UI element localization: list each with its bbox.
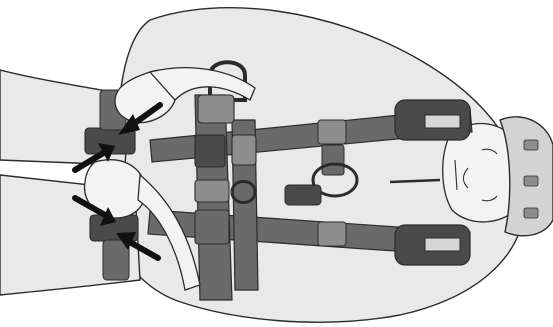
mouth (454, 159, 458, 191)
pull-tab (389, 178, 441, 184)
forearm-bottom (137, 173, 201, 291)
d-ring-top-buckle (197, 94, 235, 124)
face (442, 122, 521, 223)
center-ring (230, 180, 257, 204)
center-buckle-3 (194, 179, 230, 203)
arrow-2 (72, 143, 115, 173)
hand-bottom (83, 159, 147, 219)
helmet-vent-1 (523, 139, 539, 151)
chest-clip (284, 184, 322, 206)
chest-tab (321, 144, 345, 176)
shoulder-strap-top (149, 107, 473, 163)
center-buckle-2 (231, 134, 257, 166)
arrow-4 (116, 232, 161, 261)
arrow-3 (72, 195, 116, 226)
arrow-1 (118, 102, 163, 135)
shoulder-buckle-top (424, 114, 461, 129)
nose (462, 167, 469, 189)
helmet-vent-2 (523, 175, 539, 187)
eye-right (481, 195, 498, 202)
helmet-vent-3 (523, 207, 539, 219)
strap-adjuster-top (317, 119, 347, 145)
chest-d-ring (311, 162, 359, 198)
shoulder-buckle-bottom (424, 237, 461, 252)
forearm-top (148, 67, 256, 101)
eye-left (481, 148, 498, 155)
center-buckle-4 (194, 209, 230, 245)
leg-strap-end-bottom (102, 239, 130, 281)
strap-adjuster-bottom (317, 221, 347, 247)
center-buckle-1 (194, 134, 226, 168)
